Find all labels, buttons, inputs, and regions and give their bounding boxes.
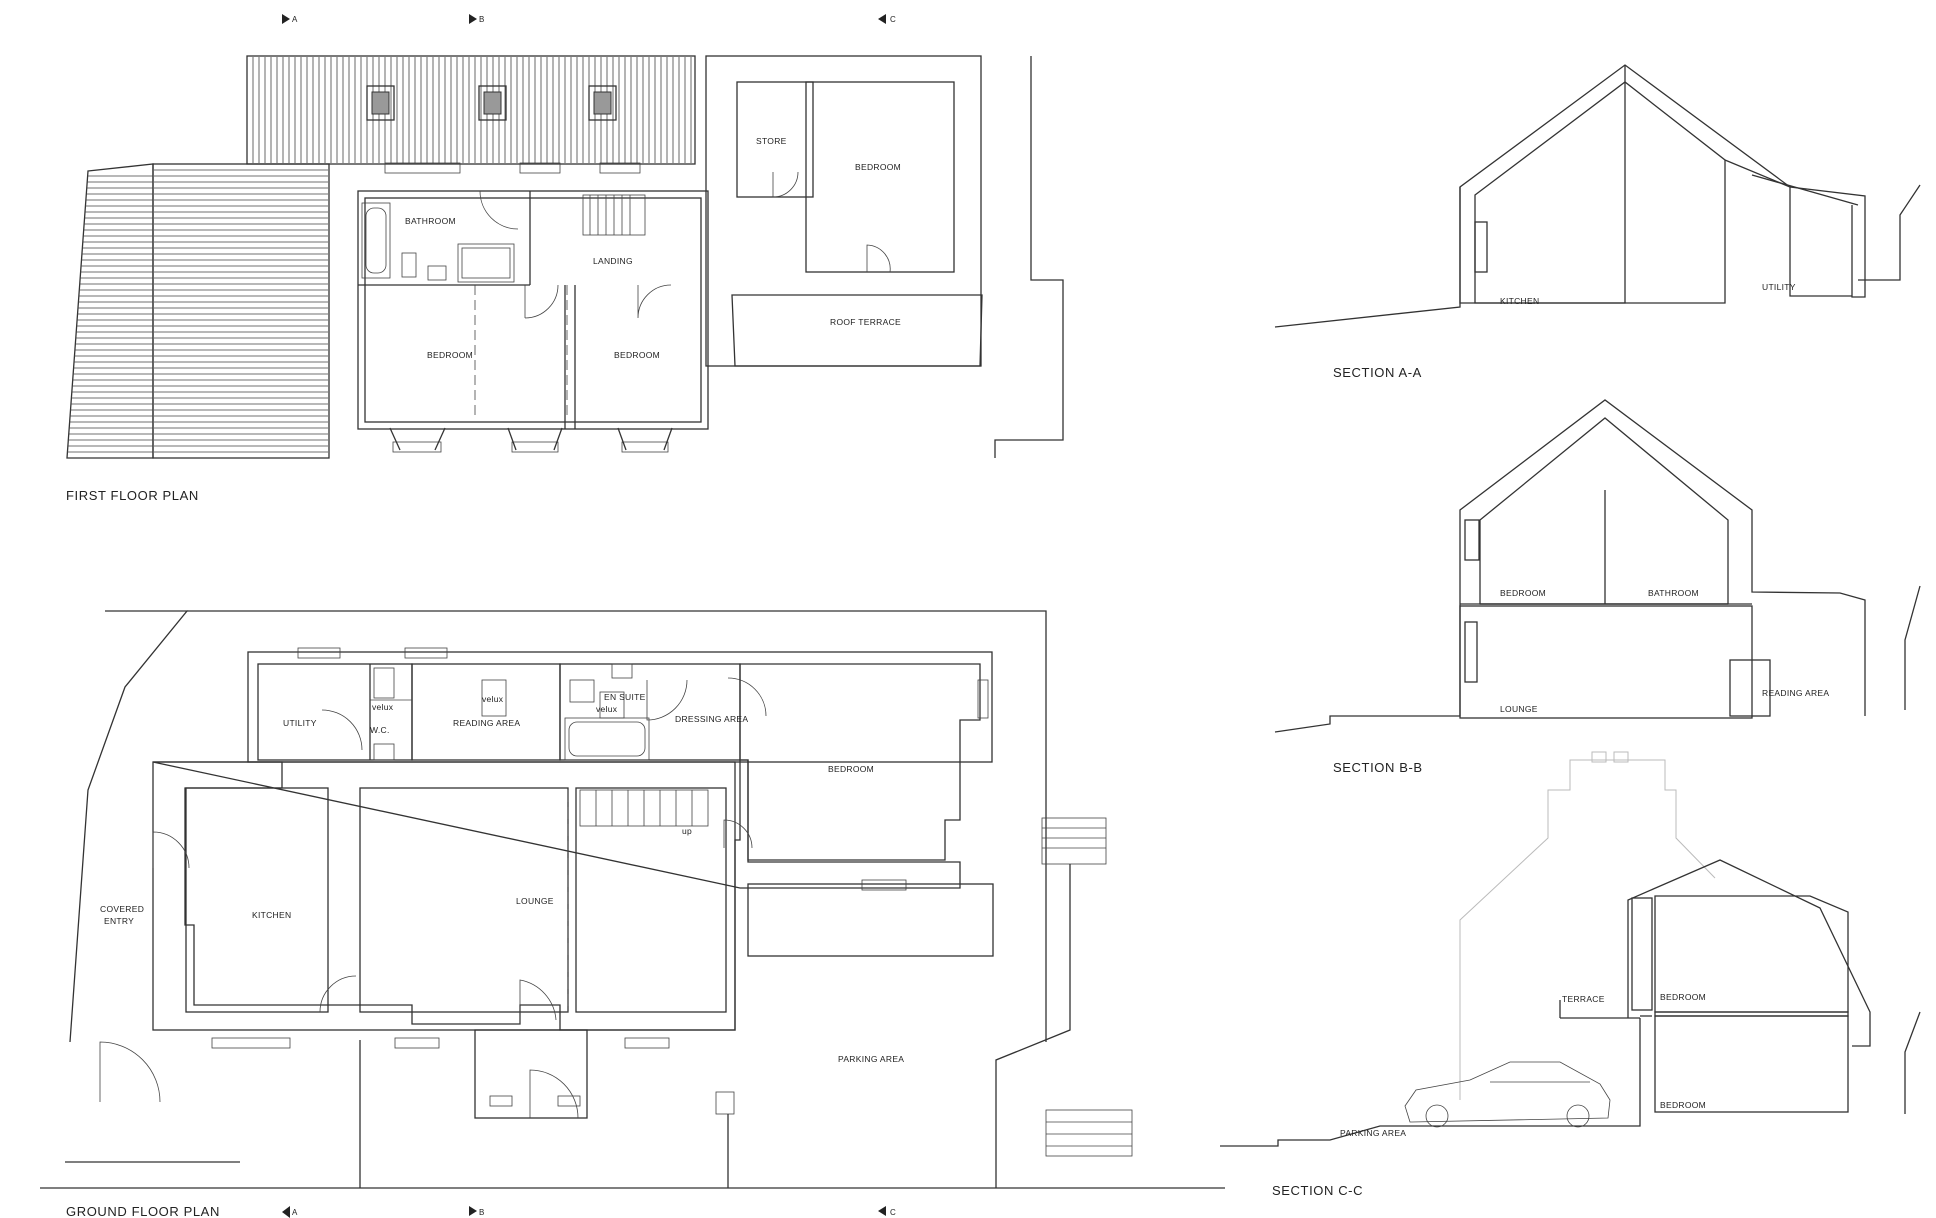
section-bb-label-bathroom: BATHROOM: [1648, 588, 1699, 598]
section-aa: KITCHEN UTILITY SECTION A-A: [1274, 64, 1921, 380]
label-velux-1: velux: [372, 702, 394, 712]
section-marker-b-top: B: [479, 15, 484, 24]
first-floor-east-wing: [705, 55, 1064, 458]
section-marker-a-bottom: A: [292, 1208, 298, 1217]
section-bb: BEDROOM BATHROOM LOUNGE READING AREA SEC…: [1274, 399, 1921, 775]
label-stair-up: up: [682, 826, 692, 836]
section-cc-label-terrace: TERRACE: [1562, 994, 1605, 1004]
label-covered-line1: COVERED: [100, 904, 144, 914]
section-markers-bottom: A B C: [282, 1206, 896, 1218]
roof-hatch-west: [66, 163, 330, 459]
room-label-wc: W.C.: [370, 725, 390, 735]
label-velux-2: velux: [482, 694, 504, 704]
label-velux-3: velux: [596, 704, 618, 714]
section-aa-label-utility: UTILITY: [1762, 282, 1796, 292]
section-bb-title: SECTION B-B: [1333, 760, 1423, 775]
label-covered-line2: ENTRY: [104, 916, 134, 926]
first-floor-plan-title: FIRST FLOOR PLAN: [66, 488, 199, 503]
room-label-bedroom-mid: BEDROOM: [614, 350, 660, 360]
room-label-ensuite: EN SUITE: [604, 692, 646, 702]
section-cc-label-bedroom-lower: BEDROOM: [1660, 1100, 1706, 1110]
section-cc-label-parking-area: PARKING AREA: [1340, 1128, 1406, 1138]
ground-floor-plan-title: GROUND FLOOR PLAN: [66, 1204, 220, 1218]
room-label-bedroom-east: BEDROOM: [855, 162, 901, 172]
section-marker-c-top: C: [890, 15, 896, 24]
label-parking-area: PARKING AREA: [838, 1054, 904, 1064]
section-marker-c-bottom: C: [890, 1208, 896, 1217]
room-label-roof-terrace: ROOF TERRACE: [830, 317, 901, 327]
section-aa-label-kitchen: KITCHEN: [1500, 296, 1539, 306]
section-marker-a-top: A: [292, 15, 298, 24]
room-label-bedroom-west: BEDROOM: [427, 350, 473, 360]
room-label-utility: UTILITY: [283, 718, 317, 728]
first-floor-plan: BATHROOM LANDING STORE BEDROOM ROOF TERR…: [66, 55, 1064, 503]
room-label-lounge: LOUNGE: [516, 896, 554, 906]
section-aa-title: SECTION A-A: [1333, 365, 1422, 380]
room-label-reading-area: READING AREA: [453, 718, 520, 728]
section-bb-label-lounge: LOUNGE: [1500, 704, 1538, 714]
ground-floor-plan: UTILITY W.C. velux READING AREA velux ve…: [40, 610, 1225, 1218]
section-cc: TERRACE BEDROOM BEDROOM PARKING AREA SEC…: [1220, 751, 1921, 1198]
car-icon: [1404, 1061, 1611, 1128]
room-label-bedroom-ground: BEDROOM: [828, 764, 874, 774]
section-cc-label-bedroom-upper: BEDROOM: [1660, 992, 1706, 1002]
room-label-bathroom: BATHROOM: [405, 216, 456, 226]
section-cc-title: SECTION C-C: [1272, 1183, 1363, 1198]
section-bb-label-reading-area: READING AREA: [1762, 688, 1829, 698]
room-label-kitchen: KITCHEN: [252, 910, 291, 920]
room-label-landing: LANDING: [593, 256, 633, 266]
room-label-dressing-area: DRESSING AREA: [675, 714, 748, 724]
section-bb-label-bedroom: BEDROOM: [1500, 588, 1546, 598]
room-label-store: STORE: [756, 136, 787, 146]
first-floor-walls: [357, 162, 709, 453]
skylight-icons: [366, 85, 617, 121]
section-marker-b-bottom: B: [479, 1208, 484, 1217]
section-markers-top: A B C: [282, 14, 896, 24]
